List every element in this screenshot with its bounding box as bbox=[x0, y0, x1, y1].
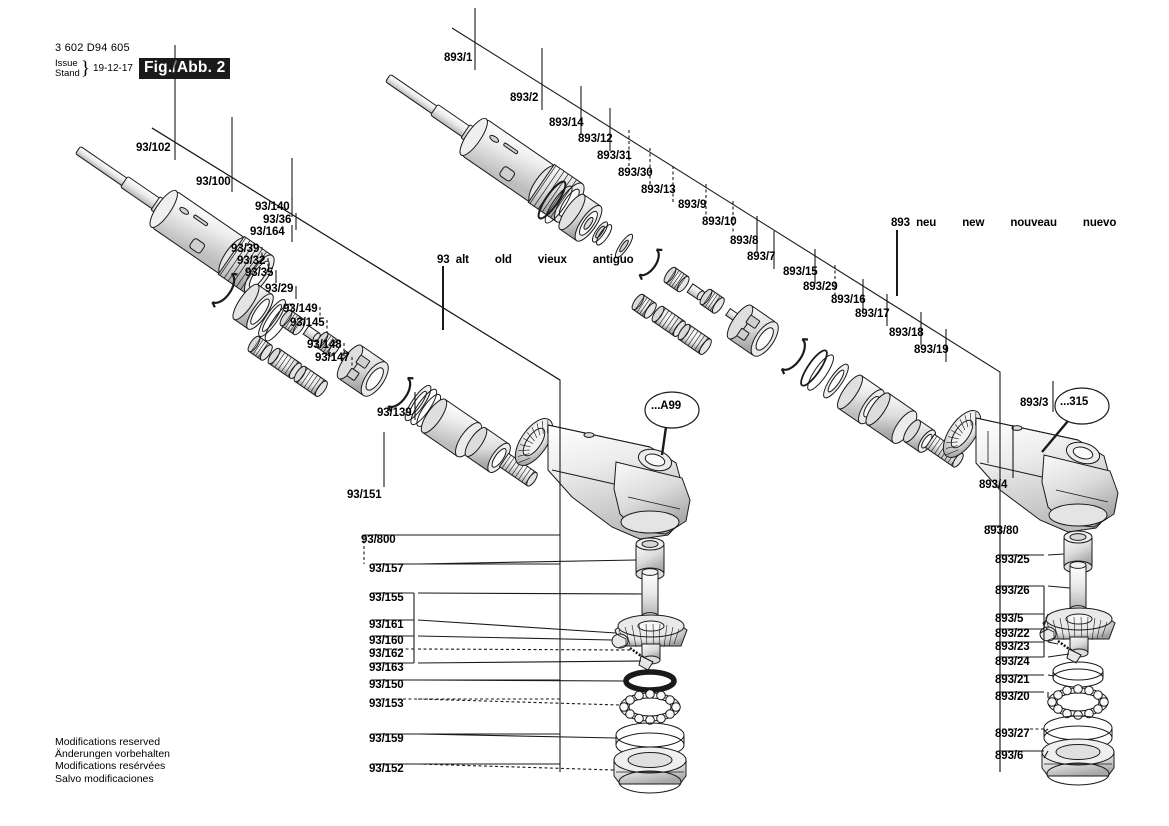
title-block: 3 602 D94 605 Issue Stand } 19-12-17 Fig… bbox=[55, 42, 231, 79]
right-planet-cluster bbox=[631, 266, 743, 355]
part-label-893-10: 893/10 bbox=[702, 216, 737, 228]
part-label-893-4: 893/4 bbox=[979, 479, 1008, 491]
part-label-893-9: 893/9 bbox=[678, 199, 707, 211]
part-label-93-147: 93/147 bbox=[315, 352, 350, 364]
part-label-893-18: 893/18 bbox=[889, 327, 924, 339]
brace-glyph: } bbox=[80, 58, 90, 79]
part-label-893-19: 893/19 bbox=[914, 344, 949, 356]
part-label-93-149: 93/149 bbox=[283, 303, 318, 315]
part-label-893-1: 893/1 bbox=[444, 52, 473, 64]
part-label-93-32: 93/32 bbox=[237, 255, 266, 267]
part-label-93-148: 93/148 bbox=[307, 339, 342, 351]
part-number: 3 602 D94 605 bbox=[55, 42, 130, 54]
part-label-893-13: 893/13 bbox=[641, 184, 676, 196]
notice-es: Salvo modificaciones bbox=[55, 772, 154, 785]
left-angle-head bbox=[547, 424, 691, 540]
part-label-93-29: 93/29 bbox=[265, 283, 294, 295]
part-label-893-3: 893/3 bbox=[1020, 397, 1049, 409]
part-label-93-152: 93/152 bbox=[369, 763, 404, 775]
part-label-93-39: 93/39 bbox=[231, 243, 260, 255]
part-label-93-161: 93/161 bbox=[369, 619, 404, 631]
group-label-new-line3: nouveau bbox=[1010, 217, 1057, 229]
part-label-893-26: 893/26 bbox=[995, 585, 1030, 597]
part-label-893-20: 893/20 bbox=[995, 691, 1030, 703]
part-label-893-16: 893/16 bbox=[831, 294, 866, 306]
part-label-893-12: 893/12 bbox=[578, 133, 613, 145]
part-label-893-2: 893/2 bbox=[510, 92, 539, 104]
balloon-label-315: ...315 bbox=[1060, 396, 1089, 408]
part-label-893-24: 893/24 bbox=[995, 656, 1030, 668]
part-label-93-36: 93/36 bbox=[263, 214, 292, 226]
group-label-old: 93 alt old vieux antiguo bbox=[437, 253, 634, 268]
part-label-893-31: 893/31 bbox=[597, 150, 632, 162]
right-boundary bbox=[451, 27, 1001, 772]
group-label-old-line3: vieux bbox=[537, 254, 567, 266]
group-label-new-line4: nuevo bbox=[1082, 217, 1117, 229]
part-label-893-6: 893/6 bbox=[995, 750, 1024, 762]
part-label-893-27: 893/27 bbox=[995, 728, 1030, 740]
part-label-893-25: 893/25 bbox=[995, 554, 1030, 566]
group-label-old-code: 93 alt bbox=[437, 254, 469, 266]
balloon-315 bbox=[1054, 387, 1110, 425]
part-label-93-153: 93/153 bbox=[369, 698, 404, 710]
part-label-893-14: 893/14 bbox=[549, 117, 584, 129]
issue-label: Issue bbox=[55, 57, 78, 69]
part-label-93-162: 93/162 bbox=[369, 648, 404, 660]
part-label-93-100: 93/100 bbox=[196, 176, 231, 188]
part-label-893-23: 893/23 bbox=[995, 641, 1030, 653]
part-label-93-151: 93/151 bbox=[347, 489, 382, 501]
part-label-93-35: 93/35 bbox=[245, 267, 274, 279]
part-label-93-140: 93/140 bbox=[255, 201, 290, 213]
notice-fr: Modifications resérvées bbox=[55, 760, 166, 773]
part-label-93-145: 93/145 bbox=[290, 317, 325, 329]
part-label-93-157: 93/157 bbox=[369, 563, 404, 575]
group-label-new-line2: new bbox=[962, 217, 985, 229]
part-label-93-163: 93/163 bbox=[369, 662, 404, 674]
modifications-notice: Modifications reserved Änderungen vorbeh… bbox=[55, 736, 170, 785]
group-label-new-code: 893 neu bbox=[891, 217, 937, 229]
left-output-stack bbox=[611, 537, 688, 794]
part-label-893-30: 893/30 bbox=[618, 167, 653, 179]
part-label-93-150: 93/150 bbox=[369, 679, 404, 691]
part-label-93-800: 93/800 bbox=[361, 534, 396, 546]
leader-lines bbox=[151, 8, 1071, 772]
group-label-new: 893 neu new nouveau nuevo bbox=[891, 216, 1116, 231]
right-assembly-graphic bbox=[385, 74, 1119, 786]
right-output-stack bbox=[1039, 530, 1116, 786]
part-label-893-80: 893/80 bbox=[984, 525, 1019, 537]
left-planet-cluster bbox=[247, 309, 358, 397]
left-boundary bbox=[151, 127, 561, 772]
issue-stand-labels: Issue Stand bbox=[55, 57, 80, 79]
figure-badge: Fig./Abb. 2 bbox=[138, 58, 231, 79]
balloon-callouts bbox=[644, 387, 1110, 456]
part-label-893-21: 893/21 bbox=[995, 674, 1030, 686]
part-label-93-159: 93/159 bbox=[369, 733, 404, 745]
part-label-93-160: 93/160 bbox=[369, 635, 404, 647]
right-angle-head bbox=[975, 417, 1119, 533]
part-label-893-17: 893/17 bbox=[855, 308, 890, 320]
stand-label: Stand bbox=[55, 67, 80, 79]
balloon-a99 bbox=[644, 391, 700, 429]
right-ball-bearing bbox=[1047, 684, 1109, 720]
issue-date: 19-12-17 bbox=[92, 63, 133, 74]
part-label-93-102: 93/102 bbox=[136, 142, 171, 154]
part-label-93-155: 93/155 bbox=[369, 592, 404, 604]
part-label-93-139: 93/139 bbox=[377, 407, 412, 419]
part-label-893-22: 893/22 bbox=[995, 628, 1030, 640]
part-label-893-7: 893/7 bbox=[747, 251, 776, 263]
balloon-label-a99: ...A99 bbox=[651, 400, 682, 412]
part-label-893-29: 893/29 bbox=[803, 281, 838, 293]
group-label-old-line2: old bbox=[494, 254, 512, 266]
left-ball-bearing bbox=[619, 689, 681, 725]
part-label-893-5: 893/5 bbox=[995, 613, 1024, 625]
part-label-93-164: 93/164 bbox=[250, 226, 285, 238]
part-label-893-8: 893/8 bbox=[730, 235, 759, 247]
part-label-893-15: 893/15 bbox=[783, 266, 818, 278]
group-label-old-line4: antiguo bbox=[592, 254, 634, 266]
notice-de: Änderungen vorbehalten bbox=[55, 748, 171, 761]
left-assembly-graphic bbox=[75, 146, 691, 794]
notice-en: Modifications reserved bbox=[55, 736, 161, 748]
